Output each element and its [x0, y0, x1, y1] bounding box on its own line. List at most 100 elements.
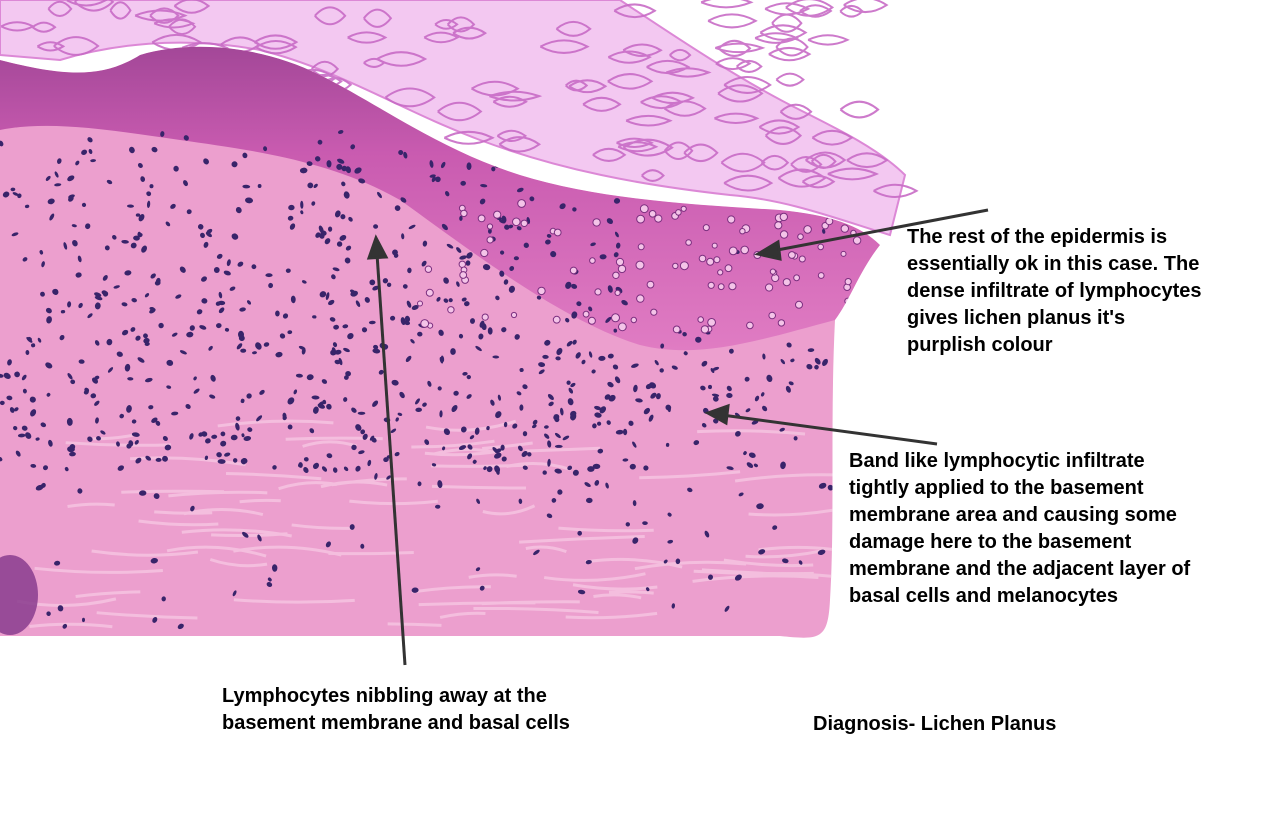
lymphocyte-nucleus: [71, 224, 77, 228]
lymphocyte-nucleus: [290, 295, 296, 304]
lymphocyte-nucleus: [466, 374, 471, 380]
lymphocyte-nucleus: [546, 233, 552, 238]
lymphocyte-nucleus: [726, 466, 734, 470]
lymphocyte-nucleus: [598, 355, 606, 361]
lymphocyte-nucleus: [745, 408, 751, 413]
lymphocyte-nucleus: [69, 443, 76, 450]
lymphocyte-nucleus: [514, 334, 520, 340]
lymphocyte-nucleus: [568, 387, 574, 394]
lymphocyte-nucleus: [236, 343, 243, 350]
collagen-fiber: [558, 526, 654, 533]
collagen-fiber: [723, 558, 814, 568]
lymphocyte-nucleus: [450, 348, 456, 355]
lymphocyte-nucleus: [166, 359, 174, 366]
collagen-fiber: [431, 484, 526, 490]
lymphocyte-nucleus: [321, 379, 328, 384]
lymphocyte-nucleus: [724, 605, 730, 612]
lymphocyte-nucleus: [3, 372, 11, 380]
lymphocyte-nucleus: [343, 347, 350, 353]
lymphocyte-nucleus: [592, 463, 601, 469]
lymphocyte-nucleus: [758, 549, 766, 555]
lymphocyte-nucleus: [513, 256, 519, 261]
lymphocyte-nucleus: [362, 433, 368, 440]
lymphocyte-nucleus: [287, 424, 293, 430]
lymphocyte-nucleus: [208, 345, 213, 351]
lymphocyte-nucleus: [31, 343, 36, 348]
lymphocyte-nucleus: [146, 200, 151, 208]
lymphocyte-nucleus: [332, 342, 338, 348]
collagen-fiber: [748, 507, 839, 517]
lymphocyte-nucleus: [613, 198, 621, 204]
lymphocyte-nucleus: [326, 403, 332, 410]
lymphocyte-nucleus: [501, 456, 507, 462]
lymphocyte-nucleus: [523, 242, 529, 248]
lymphocyte-nucleus: [347, 332, 354, 340]
lymphocyte-nucleus: [224, 327, 230, 332]
lymphocyte-nucleus: [519, 367, 524, 373]
lymphocyte-nucleus: [435, 504, 441, 509]
lymphocyte-nucleus: [386, 475, 391, 480]
keratin-strand: [109, 1, 132, 20]
keratinocyte-nucleus: [793, 274, 800, 282]
lymphocyte-nucleus: [267, 577, 272, 582]
lymphocyte-nucleus: [550, 251, 557, 258]
lymphocyte-nucleus: [326, 453, 333, 459]
lymphocyte-nucleus: [576, 301, 582, 307]
keratinocyte-nucleus: [447, 306, 455, 314]
collagen-fiber: [593, 593, 642, 600]
lymphocyte-nucleus: [469, 318, 476, 324]
lymphocyte-nucleus: [374, 473, 378, 480]
lymphocyte-nucleus: [475, 567, 481, 572]
lymphocyte-nucleus: [81, 617, 86, 623]
lymphocyte-nucleus: [354, 167, 362, 174]
lymphocyte-nucleus: [625, 522, 630, 527]
lymphocyte-nucleus: [350, 144, 356, 150]
lymphocyte-nucleus: [424, 439, 430, 445]
keratin-strand: [492, 95, 528, 108]
keratinocyte-nucleus: [769, 268, 777, 275]
lymphocyte-nucleus: [399, 391, 405, 399]
collagen-fiber: [67, 502, 115, 509]
lymphocyte-nucleus: [631, 363, 639, 368]
lymphocyte-nucleus: [343, 397, 348, 402]
keratinocyte-nucleus: [797, 233, 804, 240]
lymphocyte-nucleus: [516, 226, 522, 231]
lymphocyte-nucleus: [64, 466, 69, 472]
lymphocyte-nucleus: [547, 458, 551, 467]
lymphocyte-nucleus: [148, 405, 154, 410]
lymphocyte-nucleus: [459, 215, 463, 221]
lymphocyte-nucleus: [217, 459, 226, 464]
lymphocyte-nucleus: [439, 357, 444, 364]
lymphocyte-nucleus: [522, 431, 528, 437]
keratin-strand: [153, 18, 196, 29]
lymphocyte-nucleus: [177, 623, 184, 630]
lymphocyte-nucleus: [155, 420, 161, 426]
keratin-strand: [314, 6, 347, 26]
lymphocyte-nucleus: [251, 264, 257, 270]
lymphocyte-nucleus: [710, 367, 715, 374]
lymphocyte-nucleus: [503, 421, 508, 428]
lymphocyte-nucleus: [287, 397, 295, 405]
lymphocyte-nucleus: [351, 444, 357, 451]
lymphocyte-nucleus: [300, 200, 304, 209]
lymphocyte-nucleus: [299, 167, 308, 174]
keratinocyte-nucleus: [685, 239, 692, 246]
keratin-strand: [718, 39, 752, 57]
keratinocyte-nucleus: [675, 209, 682, 216]
lymphocyte-nucleus: [275, 351, 283, 358]
lymphocyte-nucleus: [400, 317, 406, 326]
lymphocyte-nucleus: [438, 329, 444, 336]
lymphocyte-nucleus: [41, 261, 45, 268]
keratinocyte-nucleus: [854, 302, 861, 309]
lymphocyte-nucleus: [326, 160, 332, 168]
lymphocyte-nucleus: [402, 284, 408, 289]
lymphocyte-nucleus: [175, 294, 182, 299]
keratinocyte-nucleus: [798, 255, 806, 263]
lymphocyte-nucleus: [545, 239, 551, 245]
lymphocyte-nucleus: [329, 317, 336, 322]
lymphocyte-nucleus: [306, 374, 314, 381]
collagen-fiber: [387, 622, 442, 627]
keratinocyte-nucleus: [702, 224, 710, 232]
lymphocyte-nucleus: [726, 392, 733, 399]
